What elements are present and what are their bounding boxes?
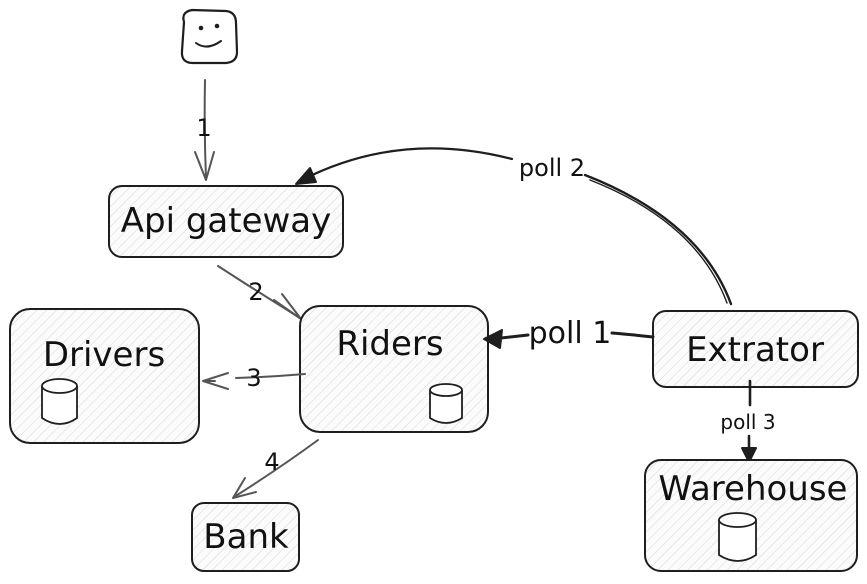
edge-extrator-to-riders (483, 329, 655, 349)
riders-node (299, 305, 489, 433)
edge-extrator-to-api-gateway (295, 147, 733, 306)
edge-user-to-api-gateway (194, 79, 215, 181)
warehouse-database-icon (718, 512, 757, 562)
api-gateway-label: Api gateway (121, 201, 332, 241)
extrator-label: Extrator (686, 330, 824, 370)
drivers-database-icon (41, 378, 78, 425)
edge-extrator-to-warehouse (741, 379, 757, 463)
riders-database-icon (429, 383, 463, 424)
edge-label-poll-1: poll 1 (529, 316, 612, 351)
warehouse-label: Warehouse (659, 469, 848, 509)
warehouse-node (644, 459, 858, 572)
bank-label: Bank (203, 517, 289, 557)
api-gateway-node (108, 185, 344, 258)
smiley-user-icon (180, 8, 239, 65)
drivers-label: Drivers (43, 335, 165, 375)
edge-label-4: 4 (264, 448, 279, 476)
edge-label-2: 2 (248, 278, 263, 306)
edge-label-poll-3: poll 3 (720, 410, 775, 434)
edge-label-3: 3 (246, 364, 261, 392)
edge-label-1: 1 (196, 114, 211, 142)
drivers-node (9, 308, 200, 444)
edge-label-poll-2: poll 2 (519, 154, 585, 182)
bank-node (191, 502, 300, 572)
edge-riders-to-drivers (202, 372, 306, 390)
edge-riders-to-bank (232, 439, 319, 499)
riders-label: Riders (336, 324, 443, 364)
extrator-node (652, 310, 859, 388)
